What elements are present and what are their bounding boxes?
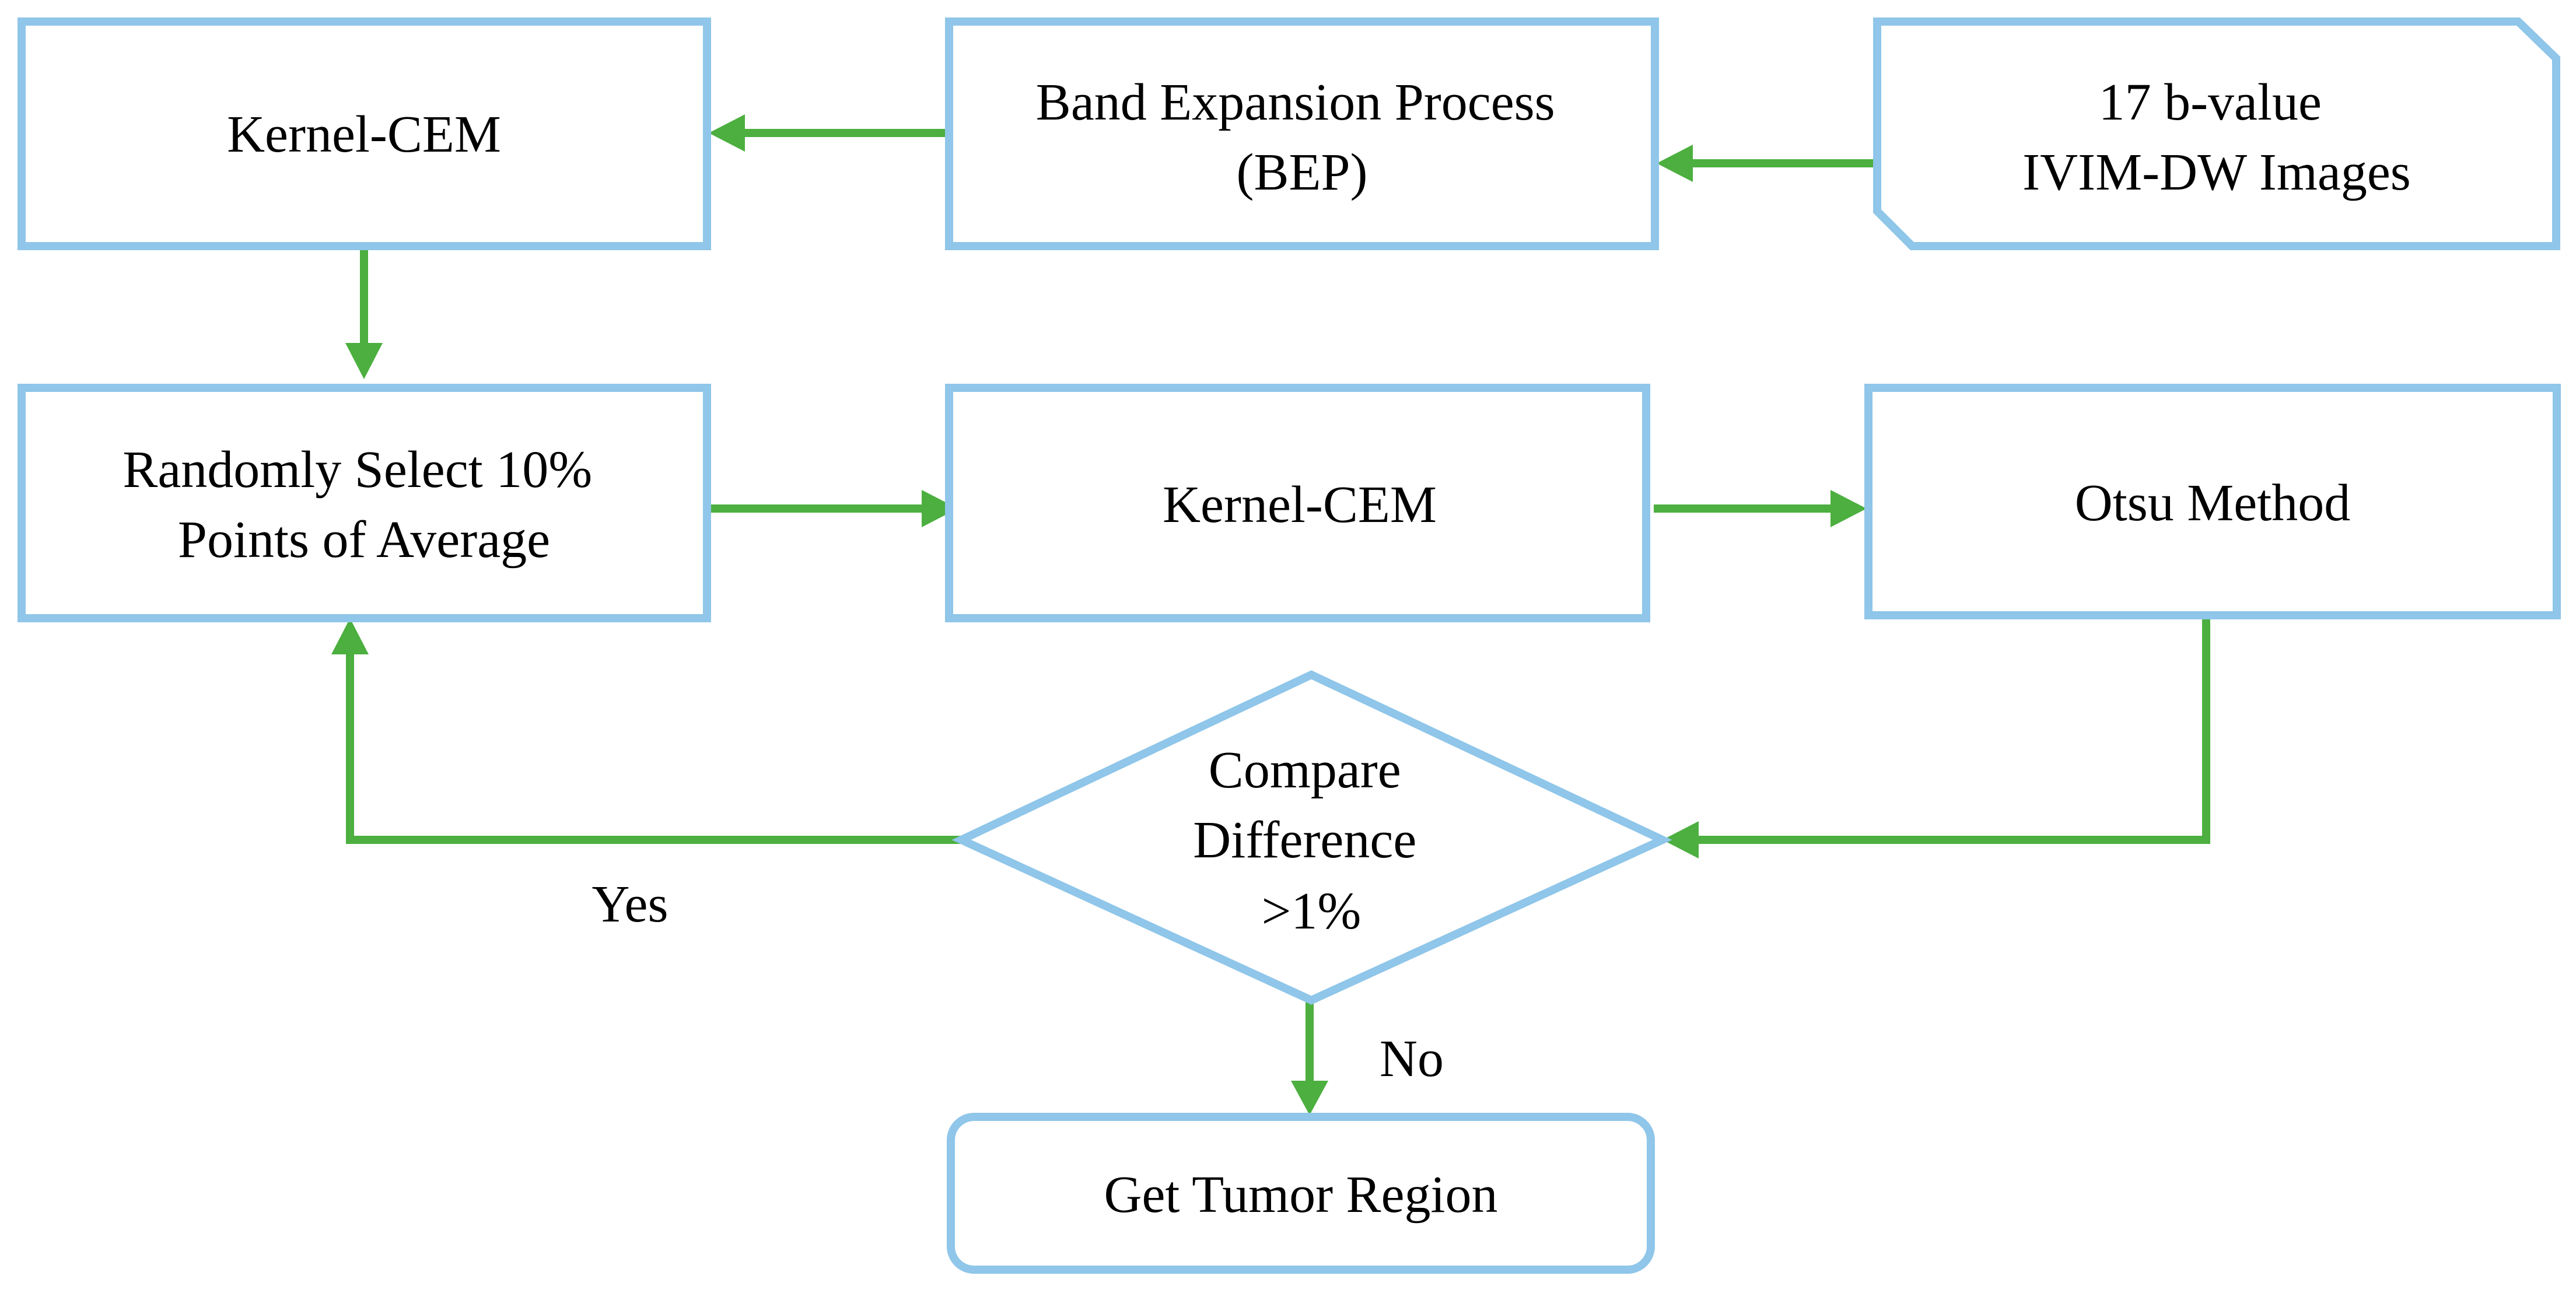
decision-label-line2: Difference: [1193, 811, 1416, 869]
arrow-compare-no-to-tumor: [1291, 1000, 1328, 1115]
node-random-select-label-line2: Points of Average: [178, 511, 550, 569]
arrow-otsu-to-compare: [1662, 615, 2210, 859]
node-kernel-cem-mid-label: Kernel-CEM: [1163, 476, 1437, 534]
svg-text:Kernel-CEM: Kernel-CEM: [227, 106, 501, 163]
node-random-select: Randomly Select 10% Points of Average: [18, 384, 711, 622]
node-otsu-method: Otsu Method: [1864, 384, 2561, 619]
node-otsu-label: Otsu Method: [2075, 474, 2351, 532]
decision-compare-difference: Compare Difference >1%: [951, 670, 1672, 1005]
svg-text:Otsu Method: Otsu Method: [2075, 474, 2351, 532]
node-kernel-cem-top-label: Kernel-CEM: [227, 106, 501, 163]
svg-text:Compare Difference: Compare Difference >1%: [1193, 741, 1430, 940]
edge-label-yes: Yes: [592, 875, 668, 933]
svg-text:Get Tumor Region: Get Tumor Region: [1104, 1166, 1497, 1224]
node-bep-label-line2: (BEP): [1237, 143, 1368, 201]
arrow-ivim-to-bep: [1657, 145, 1875, 182]
node-kernel-cem-mid: Kernel-CEM: [945, 384, 1650, 622]
arrow-bep-to-kernel-cem-top: [709, 114, 947, 152]
node-random-select-label-line1: Randomly Select 10%: [123, 441, 592, 499]
svg-text:Randomly Select 10% Poin: Randomly Select 10% Points of Average: [123, 441, 605, 569]
svg-text:Kernel-CEM: Kernel-CEM: [1163, 476, 1437, 534]
svg-text:17 b-value IVIM-DW Image: 17 b-value IVIM-DW Images: [2022, 73, 2411, 201]
node-ivim-input: 17 b-value IVIM-DW Images: [1873, 17, 2560, 250]
edge-label-no: No: [1380, 1030, 1444, 1088]
node-ivim-label-line2: IVIM-DW Images: [2022, 143, 2411, 201]
node-kernel-cem-top: Kernel-CEM: [18, 17, 711, 250]
arrow-random-select-to-kernel-cem: [709, 490, 958, 527]
decision-label-line1: Compare: [1209, 741, 1401, 799]
decision-label-line3: >1%: [1262, 882, 1362, 940]
node-tumor-label: Get Tumor Region: [1104, 1166, 1497, 1224]
svg-text:Band Expansion Process (: Band Expansion Process (BEP): [1036, 73, 1568, 201]
arrow-kernel-cem-to-otsu: [1654, 490, 1867, 527]
node-bep-label-line1: Band Expansion Process: [1036, 73, 1555, 131]
node-get-tumor-region: Get Tumor Region: [947, 1113, 1655, 1274]
arrow-compare-yes-to-random-select: [331, 618, 961, 844]
node-ivim-label-line1: 17 b-value: [2099, 73, 2322, 131]
connectors: [331, 114, 2210, 1115]
node-band-expansion-process: Band Expansion Process (BEP): [945, 17, 1659, 250]
arrow-kernel-cem-to-random-select: [345, 248, 383, 379]
